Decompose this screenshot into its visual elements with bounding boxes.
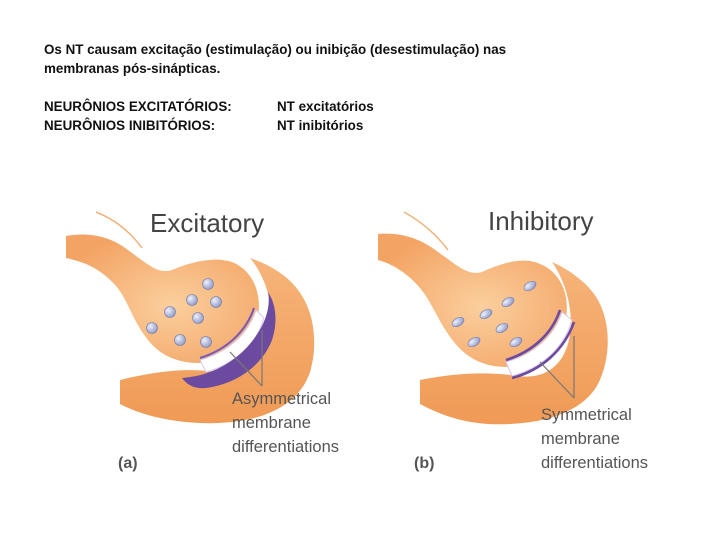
row-excitatory-value: NT excitatórios [277, 99, 374, 114]
pointer-line-b-1 [539, 361, 575, 399]
vesicle [451, 316, 465, 328]
panel-b-annotation-1: Symmetrical [541, 406, 632, 424]
vesicle [479, 308, 493, 320]
postsynaptic-dendrite-a [120, 258, 315, 424]
row-inhibitory-value: NT inibitórios [277, 118, 364, 133]
axon-top-edge-a [95, 211, 143, 249]
pointer-line-a-1 [229, 351, 263, 387]
postsynaptic-membrane-b [511, 321, 576, 380]
vesicle [523, 280, 537, 292]
intro-line-1: Os NT causam excitação (estimulação) ou … [44, 42, 507, 57]
vesicle [174, 334, 186, 346]
vesicle [186, 294, 198, 306]
axon-top-edge-b [403, 211, 449, 251]
row-excitatory: NEURÔNIOS EXCITATÓRIOS: NT excitatórios [44, 97, 684, 116]
vesicle [192, 312, 204, 324]
vesicle [200, 336, 212, 348]
vesicle [495, 322, 509, 334]
row-inhibitory-label: NEURÔNIOS INIBITÓRIOS: [44, 118, 216, 133]
panel-b-annotation-3: differentiations [541, 454, 648, 472]
panel-a-annotation-2: membrane [232, 414, 311, 432]
panel-a-annotation-3: differentiations [232, 438, 339, 456]
panel-b-title: Inhibitory [488, 206, 594, 236]
panel-a-annotation-1: Asymmetrical [232, 390, 331, 408]
vesicle [202, 278, 214, 290]
panel-a: Excitatory Asymmetrical membrane differe… [66, 208, 339, 472]
vesicle [210, 296, 222, 308]
vesicle [164, 306, 176, 318]
panel-a-tag: (a) [118, 455, 138, 472]
intro-line-2: membranas pós-sinápticas. [44, 61, 221, 76]
presynaptic-membrane-a [199, 307, 255, 359]
panel-b: Inhibitory Symmetrical membrane differen… [378, 206, 648, 472]
presynaptic-terminal-a [66, 234, 259, 364]
panel-a-title: Excitatory [150, 208, 264, 238]
vesicle [467, 336, 481, 348]
row-inhibitory: NEURÔNIOS INIBITÓRIOS: NT inibitórios [44, 116, 684, 135]
intro-text: Os NT causam excitação (estimulação) ou … [44, 40, 684, 135]
vesicle [509, 336, 523, 348]
postsynaptic-density-a [182, 292, 276, 389]
vesicle [146, 322, 158, 334]
vesicles-b [451, 280, 537, 348]
presynaptic-terminal-b [378, 233, 567, 367]
presynaptic-membrane-b [505, 309, 562, 362]
row-excitatory-label: NEURÔNIOS EXCITATÓRIOS: [44, 99, 232, 114]
panel-b-tag: (b) [414, 455, 434, 472]
synaptic-cleft-a [199, 309, 265, 373]
vesicles-a [146, 278, 222, 348]
vesicle [501, 296, 515, 308]
synaptic-cleft-b [505, 311, 573, 377]
panel-b-annotation-2: membrane [541, 430, 620, 448]
